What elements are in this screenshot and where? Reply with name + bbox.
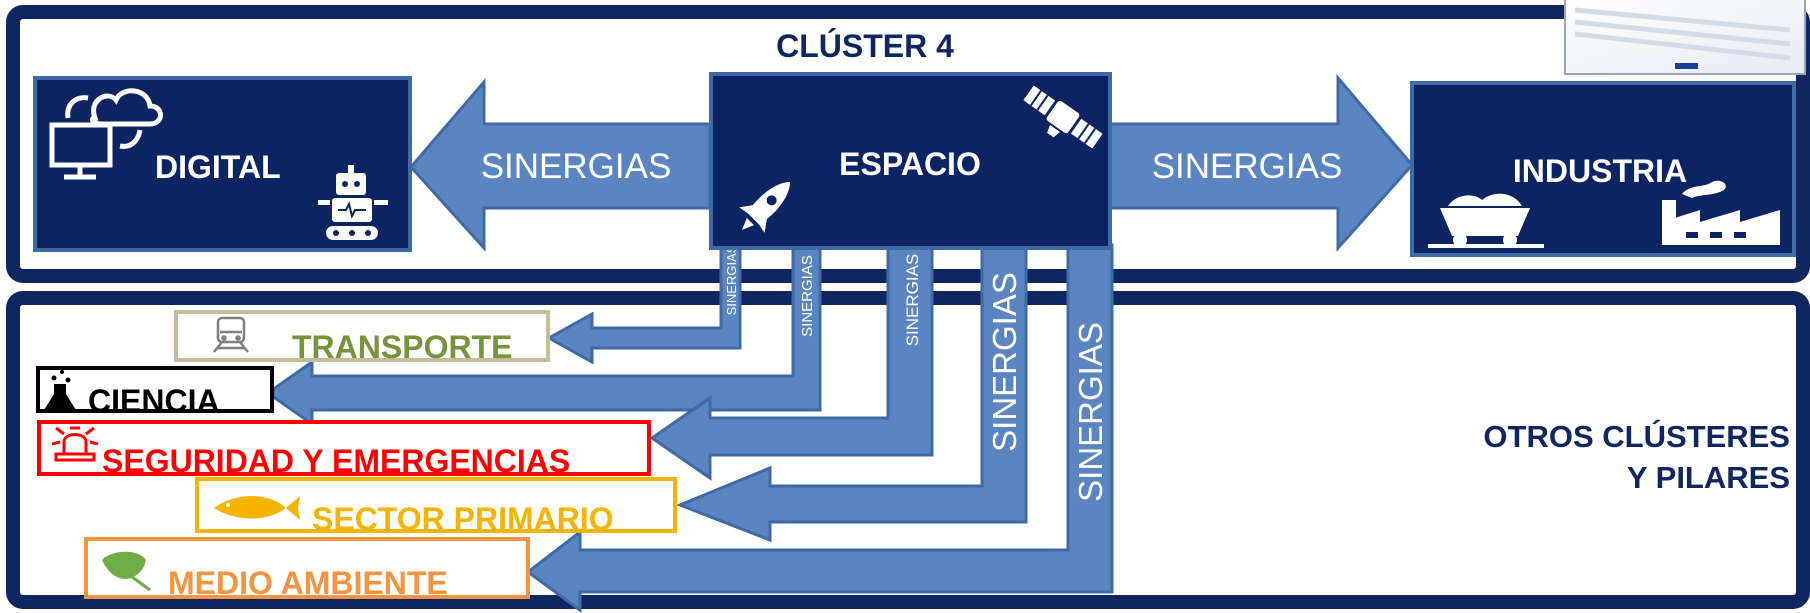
target-ciencia: CIENCIA bbox=[36, 366, 274, 419]
arrow-label-5: SINERGIAS bbox=[1072, 322, 1109, 502]
arrow-ciencia bbox=[265, 243, 822, 427]
sector-primario-label: SECTOR PRIMARIO bbox=[312, 501, 614, 537]
train-icon bbox=[213, 316, 249, 353]
industria-label: INDUSTRIA bbox=[1513, 153, 1687, 189]
right-arrow-label: SINERGIAS bbox=[1152, 147, 1343, 186]
arrow-label-4: SINERGIAS bbox=[986, 272, 1023, 452]
arrow-sector-primario bbox=[675, 243, 1028, 543]
arrow-seguridad bbox=[649, 243, 934, 481]
mine-cart-icon bbox=[1428, 193, 1544, 248]
corner-logo bbox=[1564, 0, 1806, 75]
target-medio-ambiente: MEDIO AMBIENTE bbox=[84, 537, 530, 601]
arrow-label-1: SINERGIAS bbox=[724, 244, 739, 315]
otros-clusteres-line2: Y PILARES bbox=[1627, 460, 1790, 495]
satellite-icon bbox=[1023, 85, 1103, 149]
target-sector-primario: SECTOR PRIMARIO bbox=[195, 477, 677, 537]
right-synergy-arrow bbox=[1106, 73, 1414, 252]
arrow-transporte bbox=[545, 243, 742, 365]
left-synergy-arrow bbox=[409, 77, 712, 252]
factory-icon bbox=[1662, 180, 1780, 245]
transporte-label: TRANSPORTE bbox=[292, 329, 512, 365]
computer-cloud-sync-icon bbox=[49, 88, 163, 180]
seguridad-label: SEGURIDAD Y EMERGENCIAS bbox=[102, 443, 570, 479]
fish-icon bbox=[214, 496, 300, 520]
otros-clusteres-line1: OTROS CLÚSTERES bbox=[1483, 418, 1790, 454]
synergy-arrows-bottom bbox=[265, 243, 1114, 613]
medio-ambiente-label: MEDIO AMBIENTE bbox=[168, 565, 448, 601]
digital-label: DIGITAL bbox=[155, 149, 281, 185]
flask-icon bbox=[44, 370, 76, 410]
espacio-label: ESPACIO bbox=[839, 146, 981, 182]
arrow-label-2: SINERGIAS bbox=[799, 255, 816, 337]
cluster-title: CLÚSTER 4 bbox=[776, 28, 954, 64]
leaf-icon bbox=[102, 551, 151, 592]
siren-icon bbox=[51, 426, 99, 462]
rocket-icon bbox=[739, 181, 791, 233]
target-seguridad: SEGURIDAD Y EMERGENCIAS bbox=[37, 420, 651, 479]
target-transporte: TRANSPORTE bbox=[174, 310, 550, 365]
arrow-label-3: SINERGIAS bbox=[903, 254, 922, 347]
left-arrow-label: SINERGIAS bbox=[481, 147, 672, 186]
arrow-medio-ambiente bbox=[525, 243, 1114, 613]
ciencia-label: CIENCIA bbox=[88, 383, 220, 419]
robot-icon bbox=[318, 165, 388, 240]
